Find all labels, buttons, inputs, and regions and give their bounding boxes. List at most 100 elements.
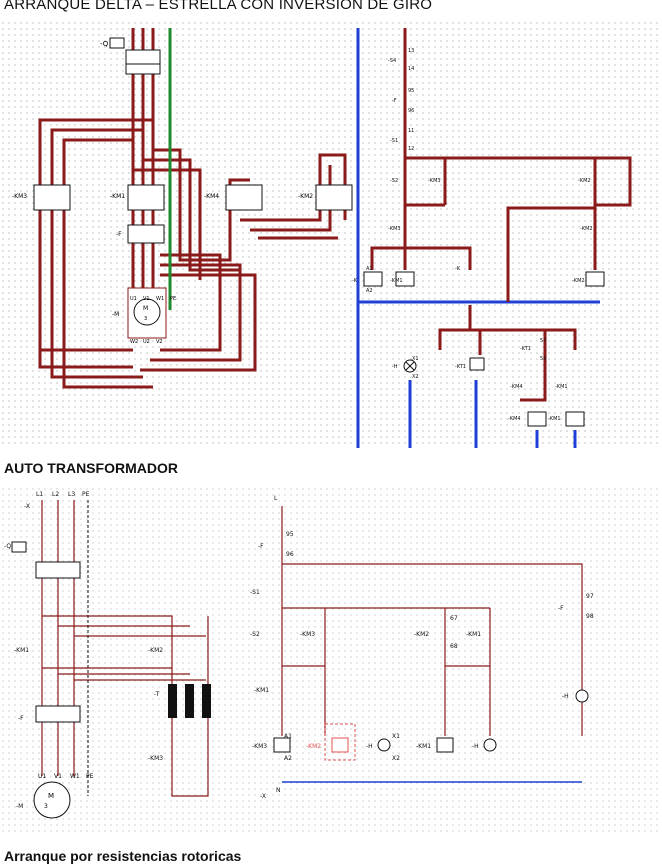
svg-text:X1: X1 [412, 356, 419, 362]
svg-text:M: M [48, 792, 54, 800]
svg-text:-KM3: -KM3 [252, 743, 267, 750]
svg-text:96: 96 [286, 551, 294, 558]
svg-text:-F: -F [558, 605, 564, 612]
svg-text:-F: -F [18, 715, 24, 722]
svg-text:A2: A2 [366, 288, 373, 294]
breaker-q: -Q [100, 37, 161, 75]
svg-text:-KM1: -KM1 [416, 743, 431, 750]
svg-text:V1: V1 [54, 773, 62, 780]
svg-text:V2: V2 [156, 339, 163, 345]
svg-text:-T: -T [154, 691, 160, 698]
svg-text:-KM2: -KM2 [580, 226, 593, 232]
section-title-resistencias-rotoricas: Arranque por resistencias rotoricas [4, 848, 242, 864]
svg-text:12: 12 [408, 146, 414, 152]
svg-text:-S2: -S2 [250, 631, 260, 638]
svg-text:97: 97 [586, 593, 594, 600]
svg-text:-F: -F [116, 231, 122, 238]
svg-text:-S1: -S1 [390, 138, 398, 144]
svg-text:3: 3 [44, 803, 48, 810]
svg-text:-Q: -Q [100, 40, 109, 48]
svg-text:13: 13 [408, 48, 414, 54]
svg-text:-KM3: -KM3 [428, 178, 441, 184]
svg-text:-S1: -S1 [250, 589, 260, 596]
svg-text:U1: U1 [38, 773, 46, 780]
contactors [33, 184, 353, 244]
svg-text:11: 11 [408, 128, 414, 134]
svg-text:-H: -H [472, 743, 479, 750]
svg-text:W1: W1 [70, 773, 80, 780]
km2-highlight [324, 723, 356, 761]
svg-text:-KM2: -KM2 [298, 193, 313, 200]
svg-text:X1: X1 [392, 733, 400, 740]
control-coils [363, 271, 605, 427]
svg-text:3: 3 [144, 316, 147, 322]
svg-text:-KM3: -KM3 [300, 631, 315, 638]
svg-text:-KM1: -KM1 [390, 278, 403, 284]
svg-text:96: 96 [408, 108, 414, 114]
svg-text:L: L [274, 495, 278, 502]
svg-text:-KM2: -KM2 [306, 743, 321, 750]
svg-text:57: 57 [540, 338, 546, 344]
svg-text:U2: U2 [143, 339, 150, 345]
svg-text:N: N [276, 787, 281, 794]
svg-text:W2: W2 [130, 339, 138, 345]
svg-text:-X: -X [260, 793, 266, 800]
svg-text:W1: W1 [156, 296, 164, 302]
svg-text:V1: V1 [143, 296, 150, 302]
svg-text:-KM2: -KM2 [578, 178, 591, 184]
control-circuit [370, 28, 632, 402]
svg-text:-Q: -Q [4, 543, 11, 550]
svg-text:-KM1: -KM1 [466, 631, 481, 638]
svg-text:-KM1: -KM1 [548, 416, 561, 422]
motor-m-2: M 3 U1 V1 W1 PE [33, 773, 94, 819]
svg-text:14: 14 [408, 66, 414, 72]
svg-text:-F: -F [258, 543, 264, 550]
svg-text:-KM1: -KM1 [254, 687, 269, 694]
transformer-t [168, 684, 211, 718]
svg-text:-S4: -S4 [388, 58, 396, 64]
svg-text:-S2: -S2 [390, 178, 398, 184]
control-coils-2 [273, 737, 454, 753]
svg-text:X2: X2 [412, 374, 419, 380]
svg-text:-K: -K [352, 278, 358, 284]
svg-text:L2: L2 [52, 491, 59, 498]
power-circuit [38, 28, 347, 389]
svg-text:98: 98 [586, 613, 594, 620]
svg-text:X2: X2 [392, 755, 400, 762]
svg-text:-KM1: -KM1 [14, 647, 29, 654]
svg-text:-KM1: -KM1 [110, 193, 125, 200]
svg-text:U1: U1 [130, 296, 137, 302]
svg-text:-KM2: -KM2 [414, 631, 429, 638]
svg-text:68: 68 [450, 643, 458, 650]
svg-text:95: 95 [286, 531, 294, 538]
svg-text:-KM2: -KM2 [572, 278, 585, 284]
breaker-q-2 [11, 541, 81, 723]
diagram-auto-transformador: -X L1 L2 L 3 PE -Q -KM1 -KM2 -T -F -KM3 -… [0, 486, 662, 832]
svg-text:-KM3: -KM3 [12, 193, 27, 200]
svg-text:-KT1: -KT1 [455, 364, 466, 370]
svg-text:-KT1: -KT1 [520, 346, 531, 352]
svg-text:-KM3: -KM3 [388, 226, 401, 232]
svg-text:-KM2: -KM2 [148, 647, 163, 654]
svg-text:-KM4: -KM4 [510, 384, 523, 390]
svg-text:-KM4: -KM4 [204, 193, 219, 200]
diagram-delta-estrella: -Q -KM3 -KM1 -KM4 -KM2 -F M 3 -M U1 V1 W… [0, 20, 662, 448]
control-lines-2 [281, 506, 583, 736]
svg-text:L1: L1 [36, 491, 43, 498]
svg-text:-KM1: -KM1 [555, 384, 568, 390]
svg-text:PE: PE [82, 491, 90, 498]
svg-text:55: 55 [540, 356, 546, 362]
svg-text:95: 95 [408, 88, 414, 94]
svg-text:-F: -F [392, 98, 397, 104]
svg-text:PE: PE [86, 773, 94, 780]
section-title-auto-transformador: AUTO TRANSFORMADOR [4, 460, 178, 476]
svg-text:-H: -H [366, 743, 373, 750]
svg-text:PE: PE [170, 296, 176, 302]
svg-text:A1: A1 [284, 733, 292, 740]
svg-text:-KM4: -KM4 [508, 416, 521, 422]
svg-text:M: M [143, 305, 148, 312]
svg-text:-KM3: -KM3 [148, 755, 163, 762]
svg-text:67: 67 [450, 615, 458, 622]
svg-text:-X: -X [24, 503, 30, 510]
svg-text:-H: -H [392, 364, 398, 370]
